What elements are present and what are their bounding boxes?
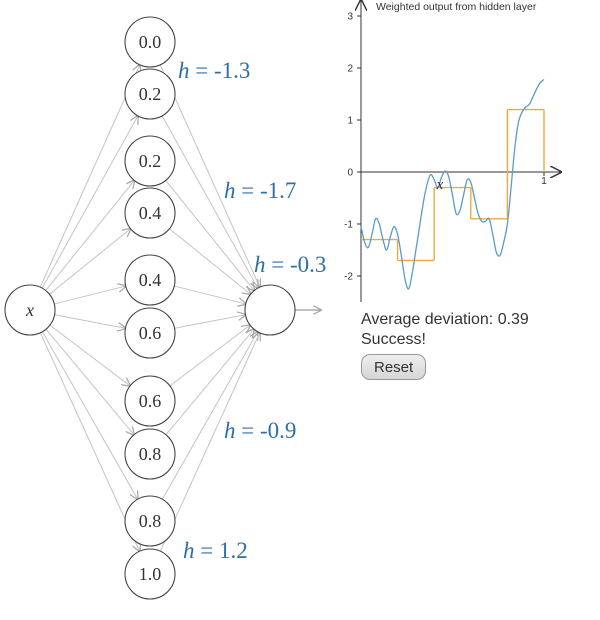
chart-axes: [361, 0, 561, 302]
input-edge: [41, 331, 137, 500]
input-edge: [45, 328, 134, 435]
h-labels: h = -1.3 h = -1.7 h = -0.3 h = -0.9 h = …: [178, 58, 326, 563]
y-tick-label: 2: [347, 64, 353, 75]
input-edge: [54, 314, 126, 329]
input-edge: [49, 229, 130, 295]
x-tick-label: 1: [541, 176, 547, 187]
hidden-node: [124, 187, 176, 239]
average-deviation: Average deviation: 0.39: [361, 310, 529, 330]
chart-x-label: x: [436, 177, 444, 193]
output-node: [244, 284, 296, 336]
hidden-node: [124, 307, 176, 359]
hidden-node-bias: 0.0: [139, 32, 162, 52]
deviation-value: 0.39: [497, 311, 529, 328]
input-edge: [54, 286, 125, 305]
hidden-node: [124, 428, 176, 480]
output-edge: [174, 285, 245, 304]
deviation-label: Average deviation:: [361, 311, 498, 328]
network-diagram: x 0.0 0.2 0.2 0.4 0.4 0.6 0.6 0.8 0.8 1.…: [4, 16, 326, 600]
h-label[interactable]: h = -1.3: [178, 58, 250, 83]
hidden-node-bias: 0.4: [139, 203, 162, 223]
reset-button[interactable]: Reset: [361, 354, 427, 380]
hidden-node: [124, 16, 176, 68]
h-label[interactable]: h = -0.9: [224, 418, 296, 443]
network-edges: [39, 64, 260, 552]
input-node: [4, 284, 56, 336]
input-node-label: x: [25, 300, 34, 320]
h-label[interactable]: h = -1.7: [224, 178, 296, 203]
chart-title: Weighted output from hidden layer: [376, 1, 537, 13]
hidden-node: [124, 135, 176, 187]
hidden-node-bias: 0.8: [139, 444, 162, 464]
output-edge: [159, 333, 259, 552]
hidden-node-bias: 0.6: [139, 323, 162, 343]
output-edge: [165, 180, 255, 290]
y-tick-label: 0: [347, 168, 353, 179]
curve-series: [360, 78, 545, 290]
output-edge: [165, 329, 254, 436]
y-tick-label: -1: [344, 220, 353, 231]
hidden-node-bias: 0.2: [139, 151, 162, 171]
result-text: Success!: [361, 331, 426, 348]
hidden-node: [124, 68, 176, 120]
y-tick-label: -2: [344, 272, 353, 283]
hidden-node-bias: 0.4: [139, 270, 162, 290]
y-tick-label: 3: [347, 12, 353, 23]
hidden-node-bias: 0.6: [139, 391, 162, 411]
h-label[interactable]: h = -0.3: [254, 252, 326, 277]
hidden-node: [124, 548, 176, 600]
output-edge: [169, 325, 250, 387]
output-edge: [161, 332, 257, 500]
y-tick-label: 1: [347, 116, 353, 127]
input-edge: [41, 116, 138, 289]
status-panel: Average deviation: 0.39 Success! Reset: [361, 310, 529, 380]
output-edge: [161, 115, 258, 288]
output-chart: 3 2 1 0 -1 -2 1 Weighted output from hidden la…: [344, 0, 570, 302]
hidden-node-bias: 0.2: [139, 84, 162, 104]
h-label[interactable]: h = 1.2: [183, 538, 248, 563]
hidden-node-bias: 1.0: [139, 564, 162, 584]
output-edge: [174, 315, 246, 329]
chart-ticks: 3 2 1 0 -1 -2 1: [344, 12, 547, 283]
output-edge: [159, 64, 260, 287]
hidden-node: [124, 495, 176, 547]
input-edge: [49, 324, 130, 386]
hidden-node: [124, 375, 176, 427]
hidden-node-bias: 0.8: [139, 511, 162, 531]
input-edge: [45, 180, 135, 291]
input-edge: [39, 332, 139, 551]
input-edge: [39, 65, 140, 288]
output-edge: [169, 228, 250, 295]
network-nodes: x 0.0 0.2 0.2 0.4 0.4 0.6 0.6 0.8 0.8 1.…: [4, 16, 296, 600]
hidden-node: [124, 254, 176, 306]
